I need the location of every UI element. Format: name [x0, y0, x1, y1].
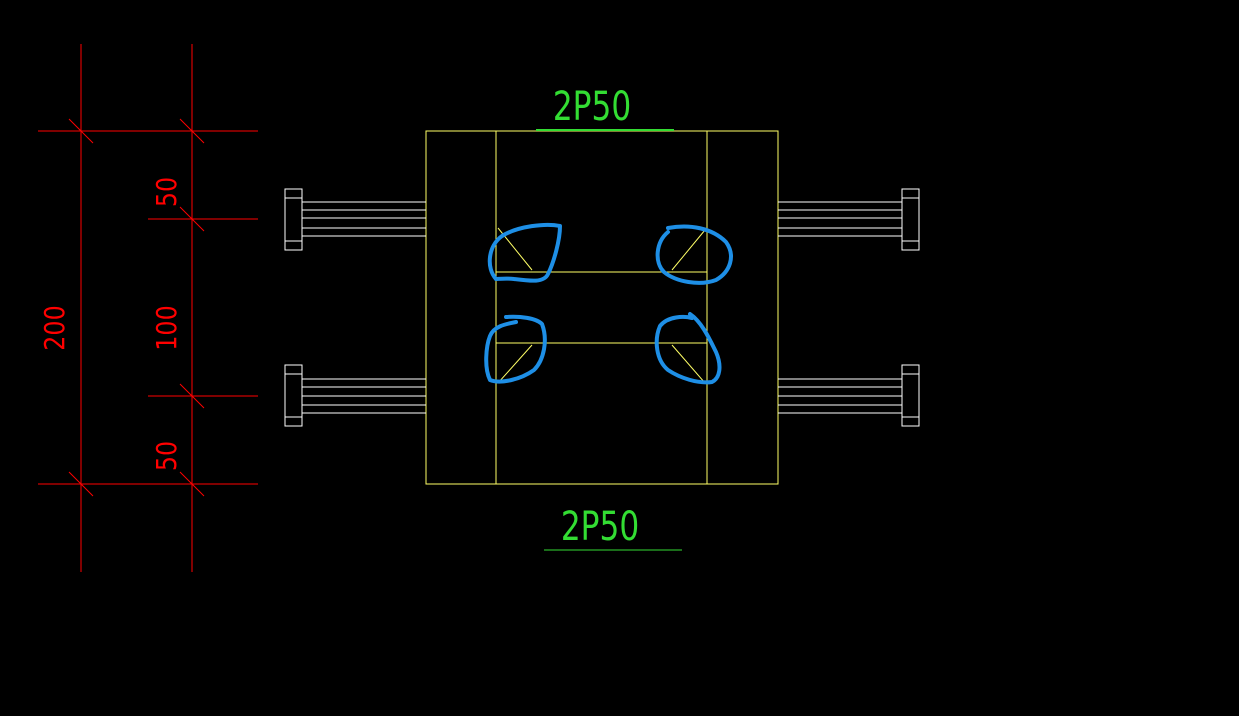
dim-tick: [179, 471, 205, 497]
dim-tick: [179, 206, 205, 232]
corner-chamfer: [671, 229, 706, 271]
markup-circle-bottom-right: [654, 312, 722, 385]
bolt-right-upper: [778, 188, 920, 251]
bolt-left-upper: [284, 188, 426, 251]
bolt-left-lower: [284, 364, 426, 427]
section-outline: [425, 130, 779, 485]
markup-circle-top-left: [487, 222, 562, 283]
dim-text-segment-middle: 100: [151, 305, 183, 350]
dim-text-overall: 200: [39, 305, 71, 350]
corner-chamfer: [497, 344, 533, 384]
bolt-nut: [284, 188, 303, 251]
corner-chamfer: [671, 344, 706, 384]
markup-circle-top-right: [655, 224, 733, 285]
markup-circles: [484, 222, 733, 385]
dim-text-segment-bottom: 50: [151, 441, 183, 471]
label-bottom: 2P50: [561, 504, 639, 550]
dim-text-segment-top: 50: [151, 177, 183, 207]
outer-box: [425, 130, 779, 485]
dim-tick: [179, 383, 205, 409]
markup-circle-bottom-left: [484, 314, 547, 384]
bolts: [284, 188, 920, 427]
bolt-nut: [901, 188, 920, 251]
dim-tick: [68, 118, 94, 144]
bolt-right-lower: [778, 364, 920, 427]
dim-tick: [179, 118, 205, 144]
dimension-lines: [38, 44, 258, 572]
dim-tick: [68, 471, 94, 497]
label-top: 2P50: [553, 84, 631, 130]
